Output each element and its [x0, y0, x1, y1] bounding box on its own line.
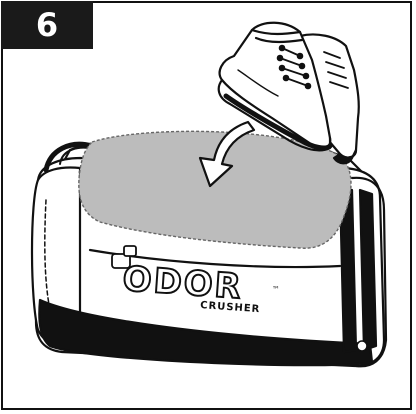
logo-trademark: ™: [272, 285, 280, 294]
logo-brand-text: ODOR: [121, 259, 244, 307]
